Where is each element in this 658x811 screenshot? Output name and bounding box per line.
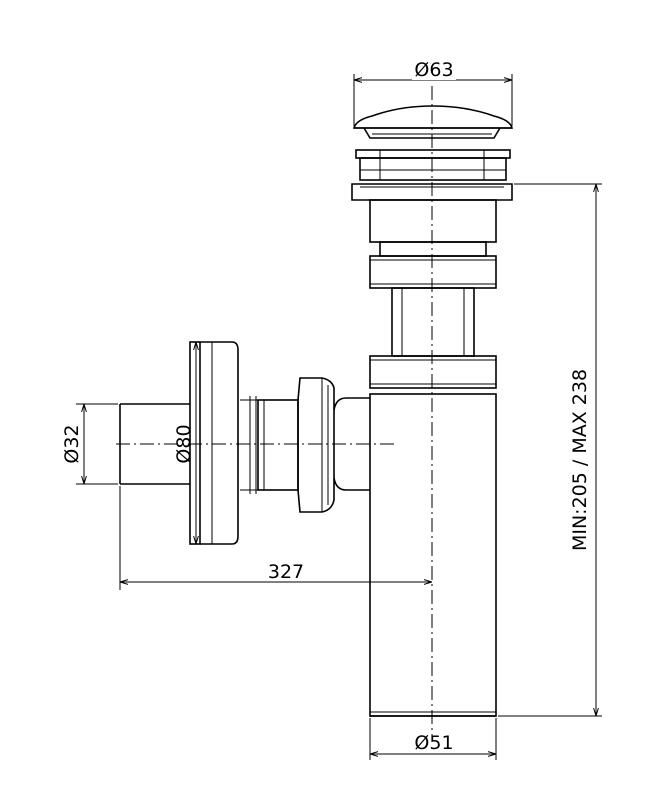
top-diameter-label: Ø63	[414, 59, 453, 81]
trap-body	[369, 393, 497, 717]
wall-flange	[189, 341, 239, 545]
side-outlet	[240, 377, 370, 513]
tail-pipe	[391, 287, 475, 357]
dimension-flange-diameter: Ø80	[173, 342, 196, 544]
upper-nut	[369, 255, 497, 289]
lower-nut	[369, 355, 497, 389]
dimension-top-diameter: Ø63	[353, 58, 513, 126]
dimension-height: MIN:205 / MAX 238	[498, 183, 602, 717]
outlet-diameter-label: Ø32	[61, 424, 83, 463]
center-lines	[116, 86, 433, 740]
height-range-label: MIN:205 / MAX 238	[569, 369, 591, 551]
dimension-outlet-diameter: Ø32	[61, 403, 118, 485]
flange-diameter-label: Ø80	[173, 424, 195, 463]
bottom-diameter-label: Ø51	[414, 732, 453, 754]
dimension-horizontal-length: 327	[119, 486, 432, 590]
dimension-bottom-diameter: Ø51	[369, 718, 497, 760]
horizontal-length-label: 327	[268, 561, 304, 583]
popup-cap	[352, 105, 514, 139]
threaded-collar	[355, 149, 511, 181]
